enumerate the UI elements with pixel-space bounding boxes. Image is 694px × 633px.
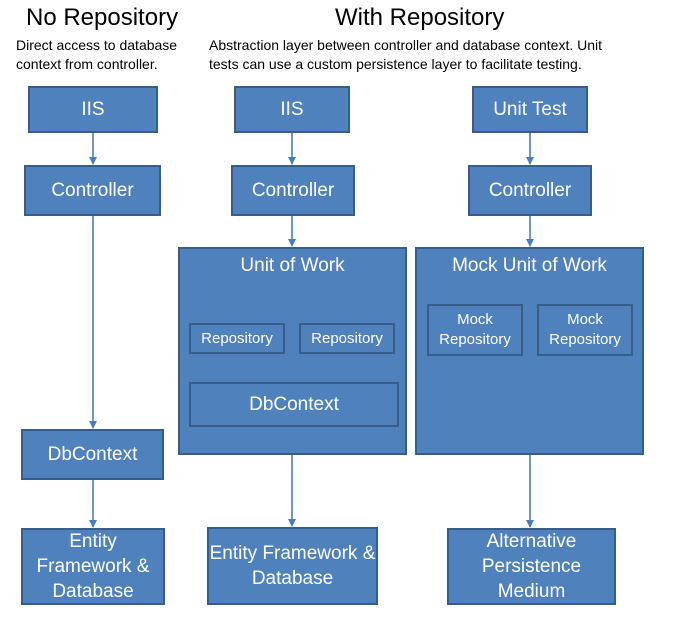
- mid-controller-box: Controller: [231, 165, 355, 216]
- mid-unit-of-work-box: Unit of Work Repository Repository DbCon…: [178, 247, 407, 455]
- mock-controller-label: Controller: [488, 180, 572, 201]
- mock-controller-box: Controller: [468, 165, 592, 216]
- mock-persistence-label: Alternative Persistence Medium: [481, 531, 582, 602]
- left-iis-box: IIS: [28, 86, 158, 133]
- left-entity-label: Entity Framework & Database: [36, 531, 150, 602]
- left-controller-label: Controller: [51, 180, 134, 201]
- mid-dbcontext-label: DbContext: [249, 394, 339, 415]
- mock-repository-box-2: Mock Repository: [537, 304, 633, 356]
- left-dbcontext-box: DbContext: [21, 429, 164, 480]
- mid-repository-label-2: Repository: [311, 329, 383, 347]
- mock-repository-label-2: Mock Repository: [549, 311, 621, 348]
- mock-unit-of-work-box: Mock Unit of Work Mock Repository Mock R…: [415, 247, 644, 455]
- mid-iis-box: IIS: [234, 86, 350, 133]
- mid-iis-label: IIS: [280, 99, 304, 120]
- no-repository-description: Direct access to database context from c…: [16, 37, 178, 72]
- no-repository-title: No Repository: [26, 4, 179, 31]
- with-repository-title: With Repository: [335, 4, 505, 31]
- mid-repository-box-2: Repository: [299, 323, 395, 354]
- left-entity-box: Entity Framework & Database: [21, 528, 165, 605]
- left-controller-box: Controller: [24, 165, 161, 216]
- mid-repository-box-1: Repository: [189, 323, 285, 354]
- mid-controller-label: Controller: [251, 180, 335, 201]
- mid-repository-label-1: Repository: [201, 329, 273, 347]
- mid-unit-of-work-label: Unit of Work: [240, 255, 345, 276]
- mock-repository-box-1: Mock Repository: [427, 304, 523, 356]
- mock-persistence-box: Alternative Persistence Medium: [447, 528, 616, 605]
- mock-unit-test-label: Unit Test: [493, 99, 567, 120]
- mock-repository-label-1: Mock Repository: [439, 311, 511, 348]
- left-dbcontext-label: DbContext: [47, 444, 138, 465]
- mock-unit-of-work-label: Mock Unit of Work: [452, 255, 607, 276]
- mid-entity-label: Entity Framework & Database: [209, 543, 376, 589]
- mid-entity-box: Entity Framework & Database: [207, 527, 378, 605]
- mock-unit-test-box: Unit Test: [472, 86, 588, 133]
- left-iis-label: IIS: [81, 99, 105, 120]
- mid-dbcontext-box: DbContext: [189, 382, 399, 427]
- with-repository-description: Abstraction layer between controller and…: [209, 37, 603, 72]
